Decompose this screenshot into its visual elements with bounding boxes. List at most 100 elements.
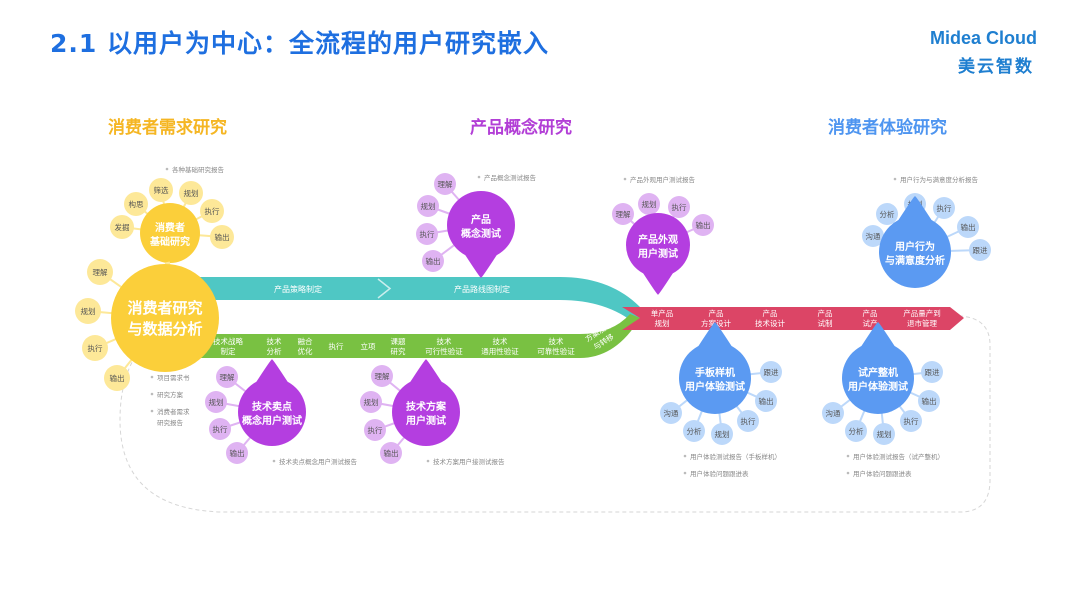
left-report-2: 消费者需求 <box>157 407 190 416</box>
center-petal-0: 理解 <box>87 259 113 285</box>
bubble-selling-report-dot-0 <box>272 459 276 463</box>
bubble-prototype-report-1: 用户体验问题跟进表 <box>690 469 749 478</box>
red-step-2-line2: 技术设计 <box>755 318 785 328</box>
green-step-6-line1: 技术 <box>437 336 452 346</box>
bubble-prototype-petal-4: 输出 <box>755 390 777 412</box>
center-circle <box>111 264 219 372</box>
bubble-selling-report-0: 技术卖点概念用户测试报告 <box>279 457 358 466</box>
bubble-prototype: 沟通分析规划执行输出跟进手板样机用户体验测试用户体验测试报告（手板样机）用户体验… <box>660 322 782 478</box>
left-report-dot-1 <box>150 392 154 396</box>
page-title: 2.1 以用户为中心：全流程的用户研究嵌入 <box>50 29 549 58</box>
bubble-trial-petal-0-label: 沟通 <box>826 408 841 418</box>
bubble-behavior-title-2: 与满意度分析 <box>885 254 945 267</box>
red-step-3-line1: 产品 <box>818 308 833 318</box>
bubble-prototype-petal-4-label: 输出 <box>759 396 774 406</box>
bubble-prototype-petal-0-label: 沟通 <box>664 408 679 418</box>
bubble-trial-title-2: 用户体验测试 <box>847 380 908 393</box>
bubble-concept-petal-2-label: 执行 <box>420 229 435 239</box>
green-step-1-line1: 技术 <box>267 336 282 346</box>
bubble-selling-petal-2: 执行 <box>209 418 231 440</box>
left-report-0: 项目需求书 <box>157 373 190 382</box>
midea-cloud-logo: Midea Cloud 美云智数 <box>930 28 1060 78</box>
logo-sub-text: 美云智数 <box>958 57 1034 77</box>
bubble-appearance-petal-2: 执行 <box>668 196 690 218</box>
bubble-scheme-petal-3-label: 输出 <box>384 448 399 458</box>
bubble-basic-petal-0: 发掘 <box>110 215 134 239</box>
teal-label-roadmap: 产品路线图制定 <box>454 284 510 294</box>
bubble-concept-petal-3-label: 输出 <box>426 256 441 266</box>
bubble-trial-report-0: 用户体验测试报告（试产整机） <box>853 452 944 461</box>
bubble-trial-petal-5: 跟进 <box>921 361 943 383</box>
center-petal-0-label: 理解 <box>93 267 108 277</box>
red-step-4-line1: 产品 <box>863 308 878 318</box>
bubble-selling-petal-0: 理解 <box>216 366 238 388</box>
bubble-basic-petal-2-label: 筛选 <box>154 185 169 195</box>
bubble-scheme-report-0: 技术方案用户接测试报告 <box>433 457 505 466</box>
green-step-7-line1: 技术 <box>493 336 508 346</box>
green-step-5-line1: 课题 <box>391 337 406 346</box>
green-step-0-line1: 技术战略 <box>213 336 243 346</box>
bubble-concept-title-1: 产品 <box>471 213 491 226</box>
bubble-scheme-report-dot-0 <box>426 459 430 463</box>
bubble-behavior-petal-1-label: 分析 <box>880 209 895 219</box>
bubble-behavior-petal-0: 沟通 <box>862 225 884 247</box>
bubble-behavior-petal-3: 执行 <box>933 197 955 219</box>
center-title-2: 与数据分析 <box>127 320 202 338</box>
bubble-trial-petal-3-label: 执行 <box>904 416 919 426</box>
bubble-scheme-title-2: 用户测试 <box>405 414 446 427</box>
bubble-scheme-petal-2: 执行 <box>364 419 386 441</box>
bubble-trial-petal-2: 规划 <box>873 423 895 445</box>
bubble-prototype-petal-2: 规划 <box>711 423 733 445</box>
bubble-concept-petal-0-label: 理解 <box>438 179 453 189</box>
bubble-trial: 沟通分析规划执行输出跟进试产整机用户体验测试用户体验测试报告（试产整机）用户体验… <box>822 322 944 478</box>
bubble-appearance-petal-3: 输出 <box>692 214 714 236</box>
bubble-selling-petal-3: 输出 <box>226 442 248 464</box>
bubble-behavior-petal-3-label: 执行 <box>937 203 952 213</box>
green-step-8-line2: 可靠性验证 <box>537 346 575 356</box>
bubble-appearance-petal-3-label: 输出 <box>696 220 711 230</box>
red-step-0-line2: 规划 <box>655 318 670 328</box>
bubble-trial-petal-0: 沟通 <box>822 402 844 424</box>
red-step-1-line1: 产品 <box>709 308 724 318</box>
bubble-basic-petal-4-label: 执行 <box>205 206 220 216</box>
bubble-trial-petal-5-label: 跟进 <box>925 368 940 377</box>
green-step-8-line1: 技术 <box>549 336 564 346</box>
bubble-prototype-petal-0: 沟通 <box>660 402 682 424</box>
bubble-concept-report-dot-0 <box>477 175 481 179</box>
bubble-appearance-report-0: 产品外观用户测试报告 <box>630 175 696 184</box>
bubble-appearance-title-1: 产品外观 <box>638 233 678 246</box>
green-step-5-line2: 研究 <box>391 346 406 356</box>
bubble-behavior-report-0: 用户行为与满意度分析报告 <box>900 175 979 184</box>
stage-consumer-experience: 消费者体验研究 <box>828 118 947 138</box>
bubble-basic-petal-3: 规划 <box>179 181 203 205</box>
green-step-4: 立项 <box>361 341 376 351</box>
bubble-appearance-report-dot-0 <box>623 177 627 181</box>
red-step-5-line2: 退市管理 <box>907 318 937 328</box>
red-step-4-line2: 试产 <box>863 318 878 328</box>
bubble-basic-petal-1-label: 构思 <box>129 199 144 209</box>
bubble-scheme-title-1: 技术方案 <box>406 400 447 413</box>
bubble-appearance-petal-0-label: 理解 <box>616 209 631 219</box>
red-step-1-line2: 方案设计 <box>701 318 731 328</box>
bubble-concept-petal-1-label: 规划 <box>421 201 436 211</box>
bubble-behavior-petal-4: 输出 <box>957 216 979 238</box>
center-title-1: 消费者研究 <box>127 299 202 317</box>
bubble-appearance-petal-0: 理解 <box>612 203 634 225</box>
bubble-trial-report-dot-1 <box>846 471 850 475</box>
bubble-scheme-petal-0: 理解 <box>371 365 393 387</box>
green-step-2-line2: 优化 <box>298 346 313 356</box>
bubble-selling-petal-3-label: 输出 <box>230 448 245 458</box>
bubble-appearance-petal-1: 规划 <box>638 193 660 215</box>
green-band <box>200 314 640 358</box>
bubble-basic-petal-3-label: 规划 <box>184 188 199 198</box>
bubble-behavior: 沟通分析规划执行输出跟进用户行为与满意度分析用户行为与满意度分析报告 <box>862 175 991 288</box>
teal-band <box>200 277 640 328</box>
bubble-selling-petal-1-label: 规划 <box>209 397 224 407</box>
bubble-concept-report-0: 产品概念测试报告 <box>484 173 537 182</box>
bubble-appearance-petal-1-label: 规划 <box>642 199 657 209</box>
bubble-behavior-petal-4-label: 输出 <box>961 222 976 232</box>
bubble-selling-petal-1: 规划 <box>205 391 227 413</box>
red-step-3-line2: 试制 <box>818 318 833 328</box>
bubble-behavior-title-1: 用户行为 <box>894 240 935 253</box>
bubble-basic-report-dot-0 <box>165 167 169 171</box>
